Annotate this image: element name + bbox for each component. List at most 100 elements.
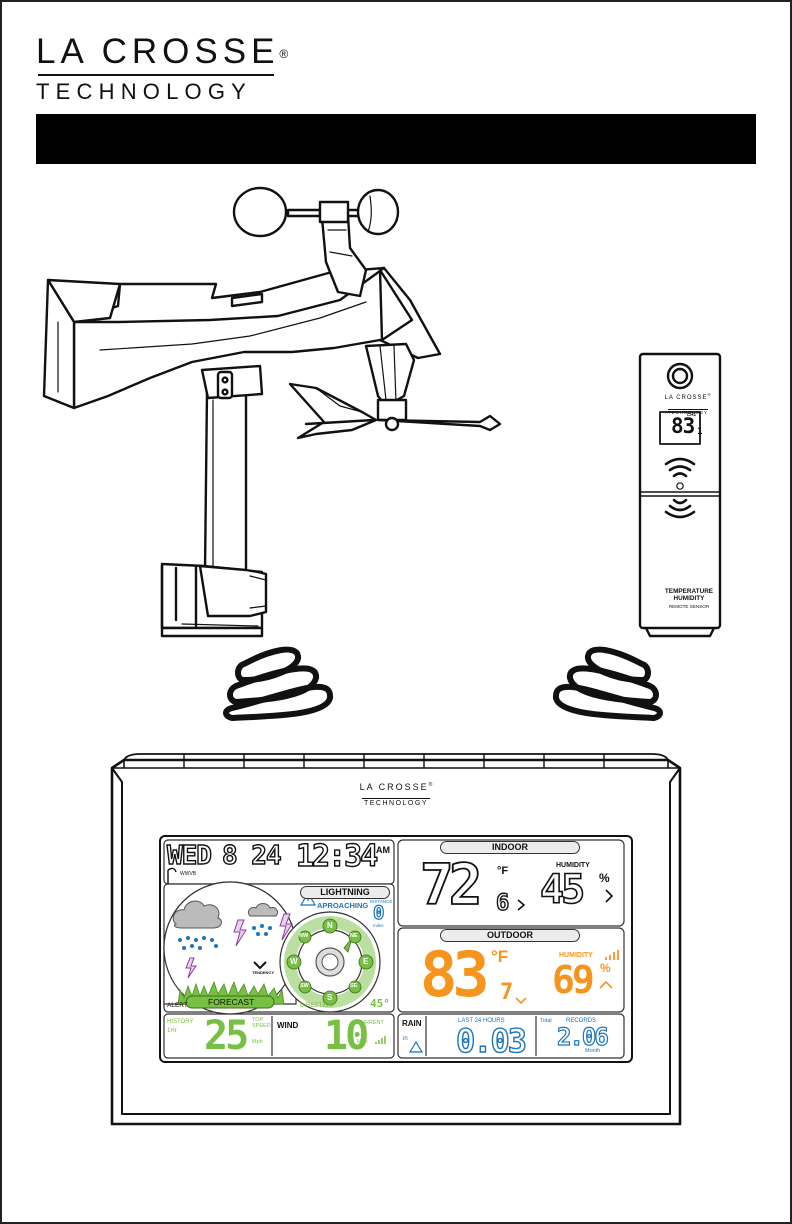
rain-unit: in xyxy=(403,1036,408,1042)
wind-current-unit: Mph xyxy=(357,1039,368,1045)
tendency-label: TENDENCY xyxy=(252,970,275,975)
indoor-humidity-unit: % xyxy=(599,871,610,885)
compass-nw: NW xyxy=(299,933,309,939)
indoor-temp-trend-icon xyxy=(517,899,526,911)
sensor-pole xyxy=(203,390,248,574)
forecast-label: FORECAST xyxy=(208,997,255,1007)
wind-vane-pointer xyxy=(378,414,502,432)
outdoor-title: OUTDOOR xyxy=(440,929,580,942)
wind-current-value: 10 xyxy=(324,1013,369,1059)
brand-subtitle: TECHNOLOGY xyxy=(36,79,253,104)
indoor-temp: 72 xyxy=(419,853,483,918)
direction-label: DIRECTION xyxy=(300,1003,333,1009)
sensor-label-line1: TEMPERATURE xyxy=(664,588,714,595)
wireless-signal-left xyxy=(223,646,333,721)
wwvb-label: WWVB xyxy=(180,871,197,877)
sensor-reading-decimal: 1 xyxy=(697,427,703,437)
lightning-distance-value: 0 xyxy=(372,902,385,924)
wind-title: WIND xyxy=(277,1021,299,1030)
wind-panel xyxy=(163,1013,395,1059)
outdoor-temp-unit: °F xyxy=(491,947,509,966)
wind-history-period: 1Hr xyxy=(167,1028,177,1034)
sensor-brand-logo: LA CROSSE® TECHNOLOGY xyxy=(657,392,719,419)
sensor-brand-name: LA CROSSE xyxy=(664,395,708,401)
wwvb-antenna-icon xyxy=(167,867,177,884)
wind-top-speed-unit: Mph xyxy=(252,1039,263,1045)
warning-icon xyxy=(299,891,317,906)
indoor-panel xyxy=(397,839,625,927)
anemometer-cup-right xyxy=(356,188,400,236)
rain-panel xyxy=(397,1013,625,1059)
compass-n: N xyxy=(327,921,333,930)
indoor-humidity-label: HUMIDITY xyxy=(556,862,590,869)
wind-top-label-2: SPEED xyxy=(252,1023,271,1029)
lightning-title: LIGHTNING xyxy=(300,886,390,899)
outdoor-humidity-unit: % xyxy=(600,961,611,975)
wind-compass xyxy=(279,911,381,1013)
rain-month-label: Month xyxy=(585,1048,601,1054)
compass-s: S xyxy=(327,993,333,1002)
lightning-bolt-icon xyxy=(185,913,293,979)
brand-name: LA CROSSE xyxy=(36,32,280,71)
forecast-badge xyxy=(185,995,275,1009)
direction-value: 45° xyxy=(370,997,390,1010)
wind-top-speed-value: 25 xyxy=(204,1013,249,1059)
tendency-arrow-icon xyxy=(253,961,267,970)
indoor-humidity: 45 xyxy=(539,867,586,913)
anemometer-cup-left xyxy=(232,186,288,238)
indoor-temp-unit: °F xyxy=(497,865,509,877)
alert-label: ALERT xyxy=(167,1002,188,1009)
title-bar xyxy=(36,114,756,164)
sensor-label-line3: REMOTE SENSOR xyxy=(668,604,710,609)
compass-se: SE xyxy=(350,983,358,989)
sensor-reading: 83 xyxy=(671,414,695,438)
outdoor-humidity-label: HUMIDITY xyxy=(559,952,593,959)
sensor-registered-mark: ® xyxy=(707,392,712,397)
compass-sw: SW xyxy=(300,983,309,989)
wind-history-label: HISTORY xyxy=(167,1019,194,1025)
wind-current-label: CURRENT xyxy=(357,1020,384,1026)
signal-bars-icon-wind xyxy=(375,1036,386,1044)
indoor-humidity-trend-icon xyxy=(605,889,614,903)
compass-w: W xyxy=(290,957,298,966)
outdoor-temp-decimal: 7 xyxy=(500,980,514,1005)
outdoor-temp-trend-icon xyxy=(515,997,527,1005)
sensor-label-line2: HUMIDITY xyxy=(673,595,705,602)
console-brand-logo: LA CROSSE® TECHNOLOGY xyxy=(0,782,792,810)
lightning-status: APROACHING xyxy=(317,901,369,910)
rain-drops-icon xyxy=(178,924,272,950)
console-brand-subtitle: TECHNOLOGY xyxy=(362,798,430,807)
rain-total-label: Total xyxy=(540,1018,552,1024)
rain-title: RAIN xyxy=(402,1019,422,1028)
cloud-icon xyxy=(172,900,279,929)
outdoor-temp: 83 xyxy=(420,938,490,1011)
sensor-brand-subtitle: TECHNOLOGY xyxy=(668,409,708,415)
rain-records-value: 2.06 xyxy=(556,1023,609,1051)
signal-bars-icon-outdoor xyxy=(605,950,619,960)
outdoor-panel xyxy=(397,927,625,1013)
bracket-base xyxy=(160,626,264,638)
wind-top-label-1: TOP xyxy=(252,1017,264,1023)
outdoor-humidity-trend-icon xyxy=(599,980,613,989)
wireless-signal-right xyxy=(553,646,663,721)
sensor-label: TEMPERATURE HUMIDITY REMOTE SENSOR xyxy=(645,588,733,609)
indoor-title: INDOOR xyxy=(440,841,580,854)
rain-alert-icon xyxy=(408,1040,424,1053)
rain-records-label: RECORDS xyxy=(566,1018,597,1024)
console-brand-name: LA CROSSE xyxy=(359,782,429,792)
compass-ne: NE xyxy=(350,933,358,939)
wind-vane-hub xyxy=(364,342,416,408)
compass-e: E xyxy=(363,957,369,966)
lightning-distance-unit: miles xyxy=(373,923,384,928)
date-day: WED xyxy=(166,841,212,871)
date-value: 8 24 xyxy=(221,841,282,871)
brand-logo: LA CROSSE® TECHNOLOGY xyxy=(36,32,289,104)
rain-last24-value: 0.03 xyxy=(455,1022,527,1060)
indoor-temp-decimal: 6 xyxy=(495,891,510,916)
sensor-channel: CH1 xyxy=(687,412,697,417)
registered-mark: ® xyxy=(279,47,289,61)
console-registered-mark: ® xyxy=(428,782,433,788)
lightning-distance-label: DISTANCE xyxy=(370,899,393,904)
